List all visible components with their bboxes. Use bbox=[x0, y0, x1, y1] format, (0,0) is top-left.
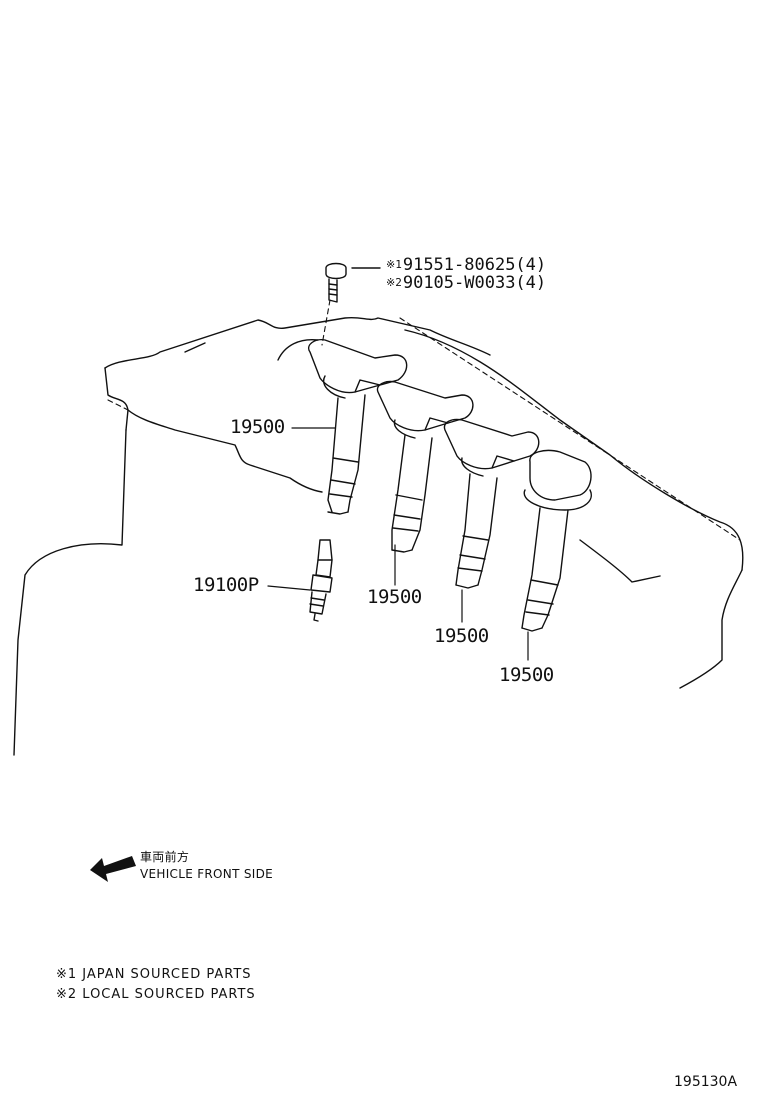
bolt-icon bbox=[325, 262, 381, 303]
ignition-coil-4 bbox=[521, 449, 592, 632]
part-label-coil-3: 19500 bbox=[434, 625, 489, 647]
legend-item-japan: ※1 JAPAN SOURCED PARTS bbox=[56, 967, 252, 982]
callout-bolt-japan: ※191551-80625(4) bbox=[386, 255, 546, 275]
leader-lines bbox=[267, 427, 529, 661]
ignition-coil-3 bbox=[443, 418, 540, 589]
callout-bolt-local: ※290105-W0033(4) bbox=[386, 273, 546, 293]
part-label-coil-1: 19500 bbox=[230, 416, 285, 438]
vehicle-front-arrow-icon bbox=[90, 856, 136, 882]
figure-code: 195130A bbox=[674, 1074, 738, 1090]
direction-label-japanese: 車両前方 bbox=[140, 850, 190, 864]
callout-mark-1: ※1 bbox=[386, 258, 402, 271]
ignition-coil-1 bbox=[308, 338, 408, 515]
legend-item-local: ※2 LOCAL SOURCED PARTS bbox=[56, 987, 256, 1002]
bolt-part-number-local: 90105-W0033(4) bbox=[402, 273, 547, 293]
bolt-part-number-japan: 91551-80625(4) bbox=[402, 255, 547, 275]
callout-mark-2: ※2 bbox=[386, 276, 402, 289]
part-label-coil-2: 19500 bbox=[367, 586, 422, 608]
part-label-spark-plug: 19100P bbox=[193, 574, 259, 596]
dashed-centerlines bbox=[107, 299, 741, 541]
ignition-coil-2 bbox=[376, 380, 474, 553]
direction-label-english: VEHICLE FRONT SIDE bbox=[140, 867, 273, 881]
cylinder-head-outline bbox=[13, 316, 744, 756]
part-label-coil-4: 19500 bbox=[499, 664, 554, 686]
spark-plug-icon bbox=[309, 539, 333, 622]
